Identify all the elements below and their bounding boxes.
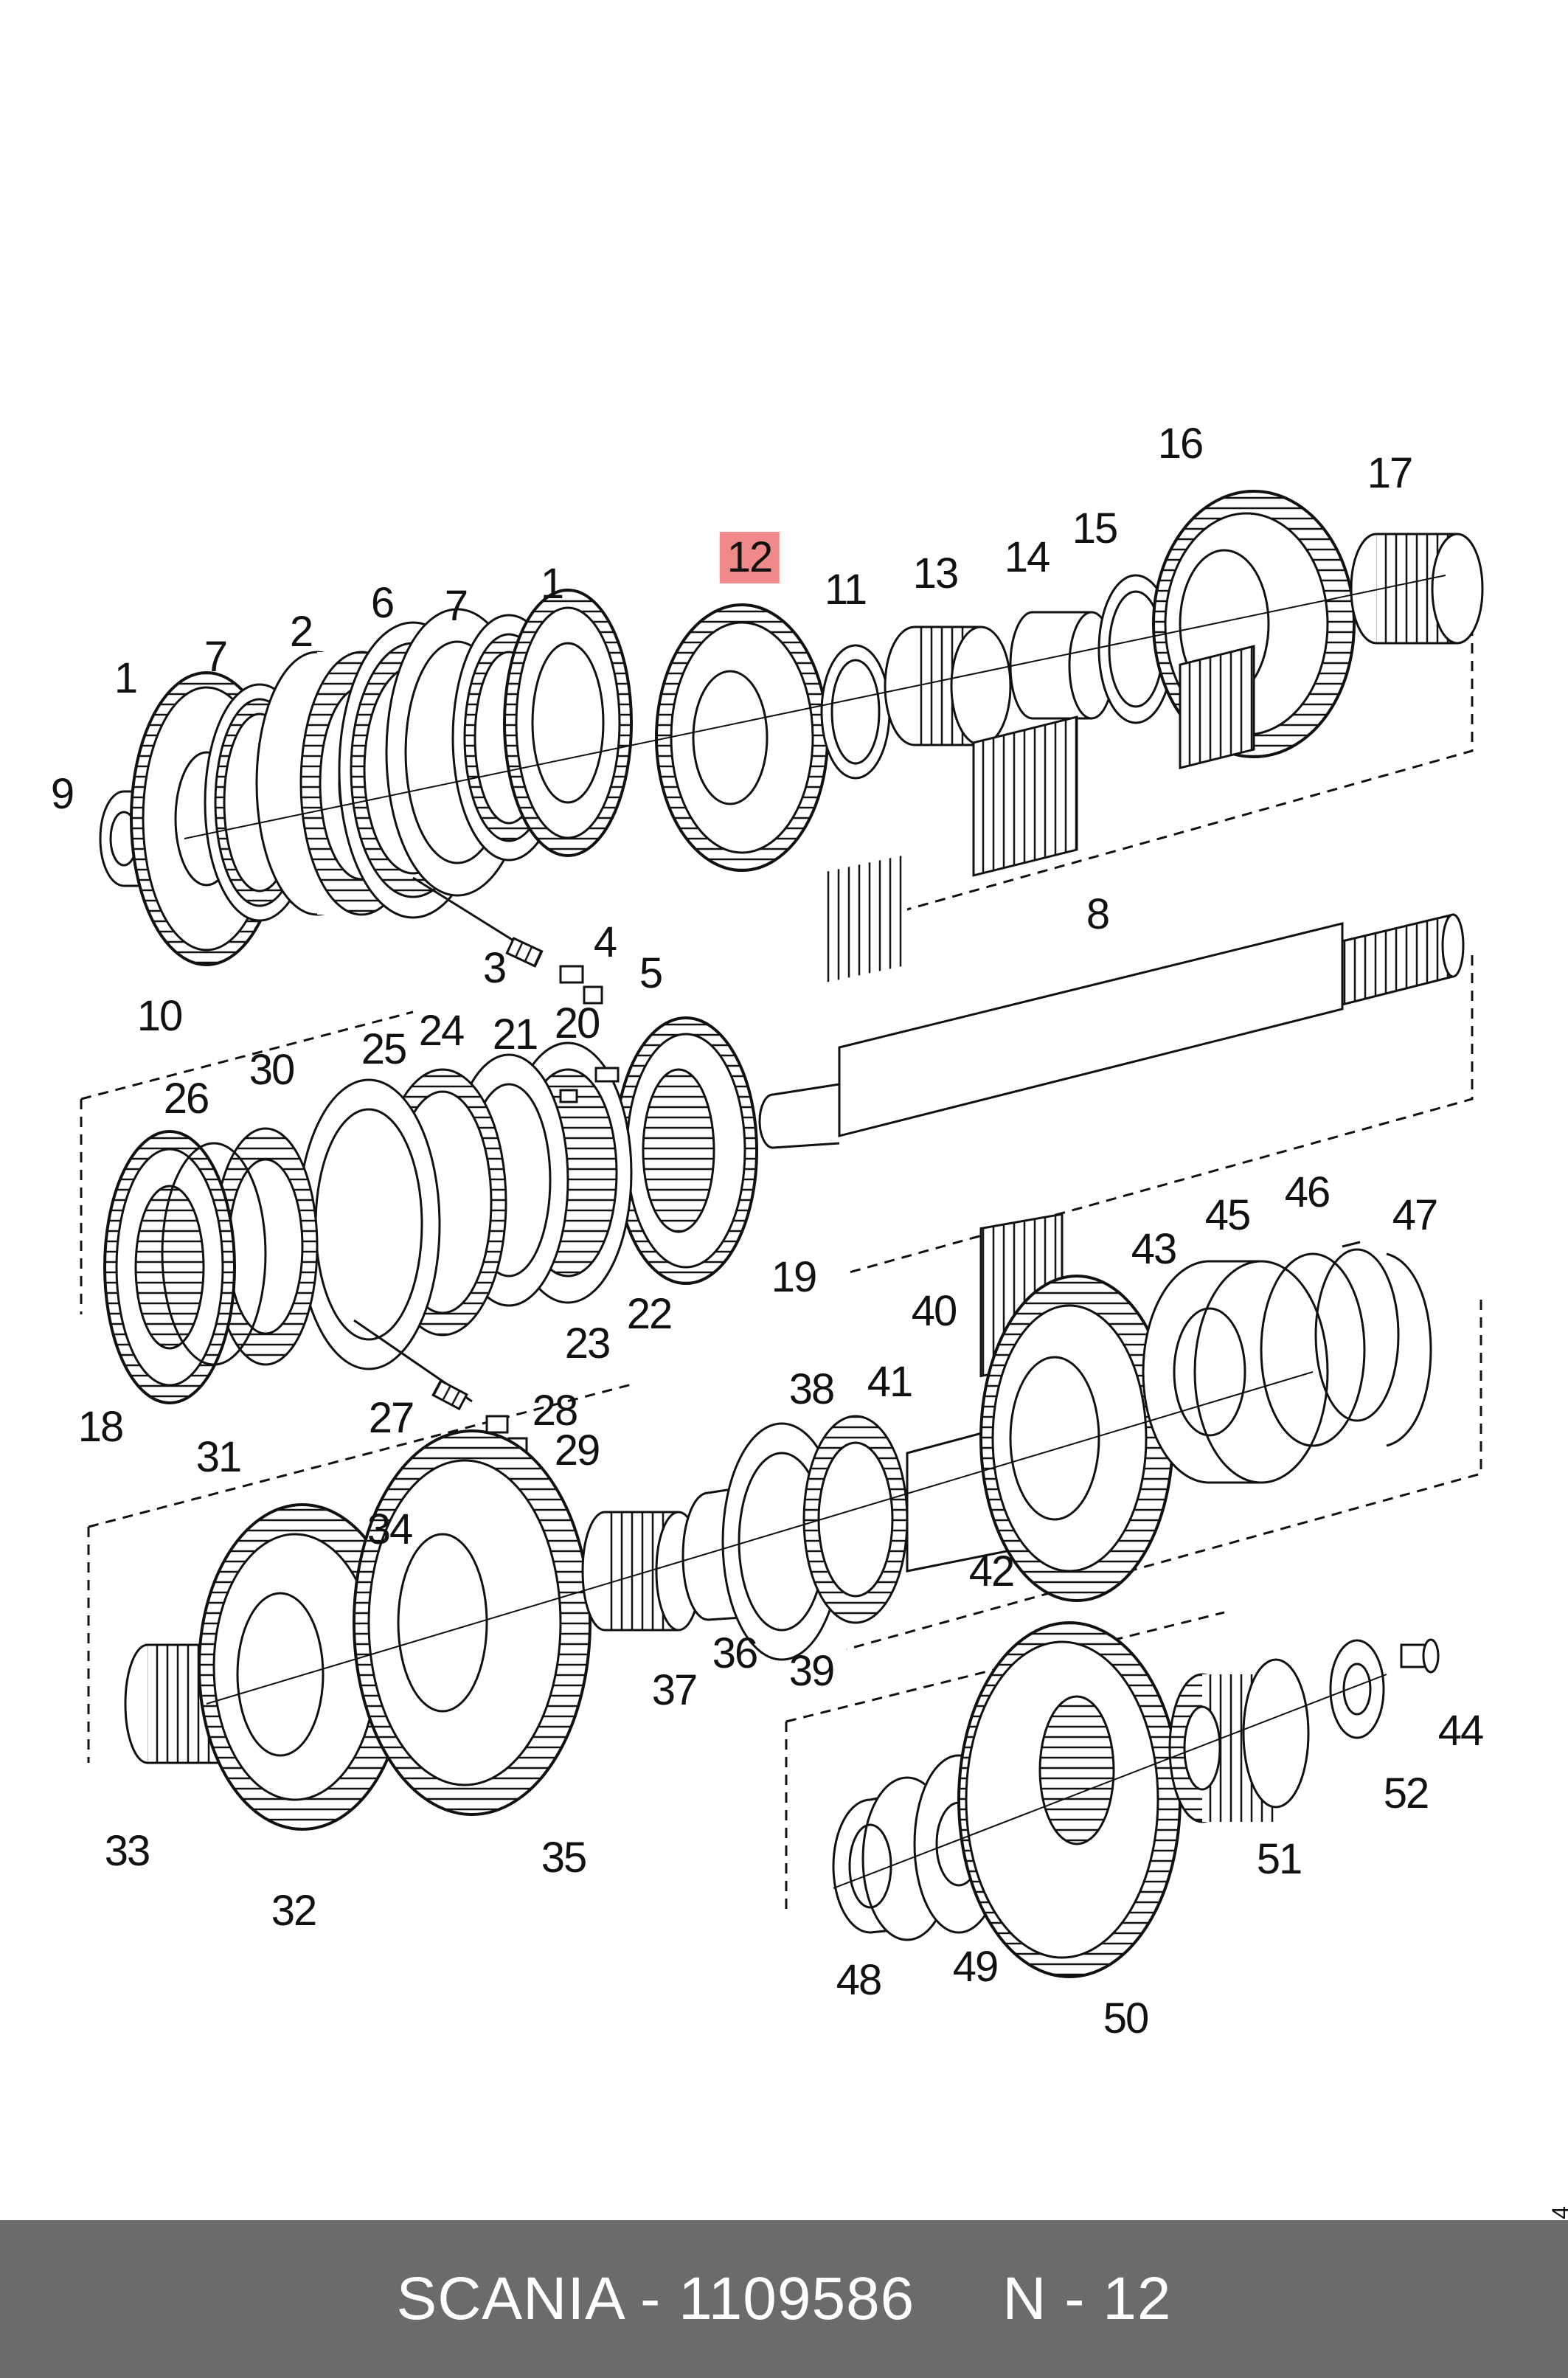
callout-c41: 41: [867, 1358, 913, 1406]
callout-c31: 31: [195, 1433, 242, 1481]
callout-c32: 32: [271, 1887, 317, 1935]
gear-51: [1168, 1658, 1310, 1823]
callout-c30: 30: [249, 1046, 295, 1094]
callout-c7a: 7: [204, 633, 228, 681]
callout-c49: 49: [952, 1943, 999, 1991]
callout-c43: 43: [1131, 1225, 1177, 1273]
rings-45-46-47: [1260, 1241, 1432, 1447]
callout-c44: 44: [1437, 1707, 1484, 1755]
callout-c15: 15: [1072, 505, 1118, 552]
callout-c51: 51: [1256, 1835, 1302, 1883]
callout-c52: 52: [1383, 1769, 1429, 1817]
callout-c2: 2: [289, 608, 313, 656]
gear-35-34: [353, 1429, 592, 1816]
nut-52-bolt-44: [1329, 1638, 1440, 1739]
spring-3-detent-4-5: [412, 876, 603, 1005]
gear-32: [198, 1503, 407, 1831]
callout-c42: 42: [968, 1547, 1015, 1595]
callout-c33: 33: [104, 1827, 150, 1875]
mainshaft-8: [758, 645, 1465, 1149]
needle-bearing-17: [1350, 533, 1484, 645]
synchro-39-38: [721, 1415, 909, 1661]
callout-c13: 13: [912, 550, 959, 597]
callout-c19: 19: [771, 1253, 817, 1301]
callout-c18: 18: [77, 1403, 124, 1451]
callout-c24: 24: [418, 1007, 465, 1055]
callout-c20: 20: [554, 999, 600, 1047]
gear-40: [979, 1275, 1174, 1602]
footer-bar: SCANIA - 1109586 N - 12: [0, 2220, 1568, 2378]
callout-c8: 8: [1086, 890, 1110, 938]
callout-c14: 14: [1004, 533, 1050, 581]
callout-c6: 6: [370, 579, 395, 627]
callout-c29: 29: [554, 1427, 600, 1474]
callout-c4: 4: [593, 918, 617, 966]
callout-c36: 36: [712, 1629, 758, 1677]
callout-c26: 26: [163, 1075, 209, 1123]
callout-c22: 22: [626, 1290, 673, 1338]
callout-c16: 16: [1157, 420, 1204, 468]
callout-c47: 47: [1392, 1191, 1438, 1239]
callout-c28: 28: [532, 1387, 578, 1435]
gear-1: [503, 589, 633, 857]
gearbox-exploded-diagram: [80, 490, 1484, 1978]
bearing-43: [1142, 1260, 1329, 1484]
callout-c34: 34: [367, 1505, 413, 1553]
callout-c38: 38: [788, 1365, 835, 1413]
callout-c11: 11: [824, 566, 867, 614]
callout-c23: 23: [564, 1320, 611, 1367]
callout-c50: 50: [1103, 1994, 1149, 2042]
needle-bearing-13: [884, 625, 1012, 746]
callout-c9: 9: [50, 770, 74, 818]
callout-c25: 25: [361, 1025, 407, 1073]
callout-c46: 46: [1284, 1168, 1331, 1216]
callout-c7b: 7: [444, 582, 468, 630]
callout-c3: 3: [482, 944, 507, 992]
callout-c37: 37: [651, 1666, 698, 1714]
sleeve-14: [1009, 611, 1115, 720]
callout-c39: 39: [788, 1647, 835, 1695]
synchro-ring-19: [614, 1016, 758, 1285]
callout-c40: 40: [911, 1287, 957, 1335]
gear-12: [655, 603, 829, 872]
callout-c5: 5: [639, 949, 663, 997]
gear-16: [1152, 490, 1356, 758]
ring-24-25-30: [296, 1068, 507, 1370]
group-frame-upper: [80, 572, 1482, 1912]
part-number-caption: SCANIA - 1109586 N - 12: [396, 2265, 1172, 2332]
callout-c45: 45: [1204, 1191, 1251, 1239]
callout-c10: 10: [136, 992, 183, 1040]
callout-c21: 21: [492, 1011, 538, 1058]
callout-c1a: 1: [114, 654, 138, 702]
washer-11: [820, 644, 891, 780]
callout-c17: 17: [1367, 449, 1413, 497]
callout-c12-highlighted: 12: [719, 532, 780, 583]
callout-c1b: 1: [540, 560, 564, 608]
callout-c48: 48: [836, 1956, 882, 2004]
pin-20-21: [559, 1067, 620, 1103]
gear-18-ring-31: [103, 1130, 267, 1404]
callout-c35: 35: [541, 1834, 587, 1882]
callout-c27: 27: [368, 1394, 414, 1442]
gear-50: [957, 1621, 1182, 1978]
